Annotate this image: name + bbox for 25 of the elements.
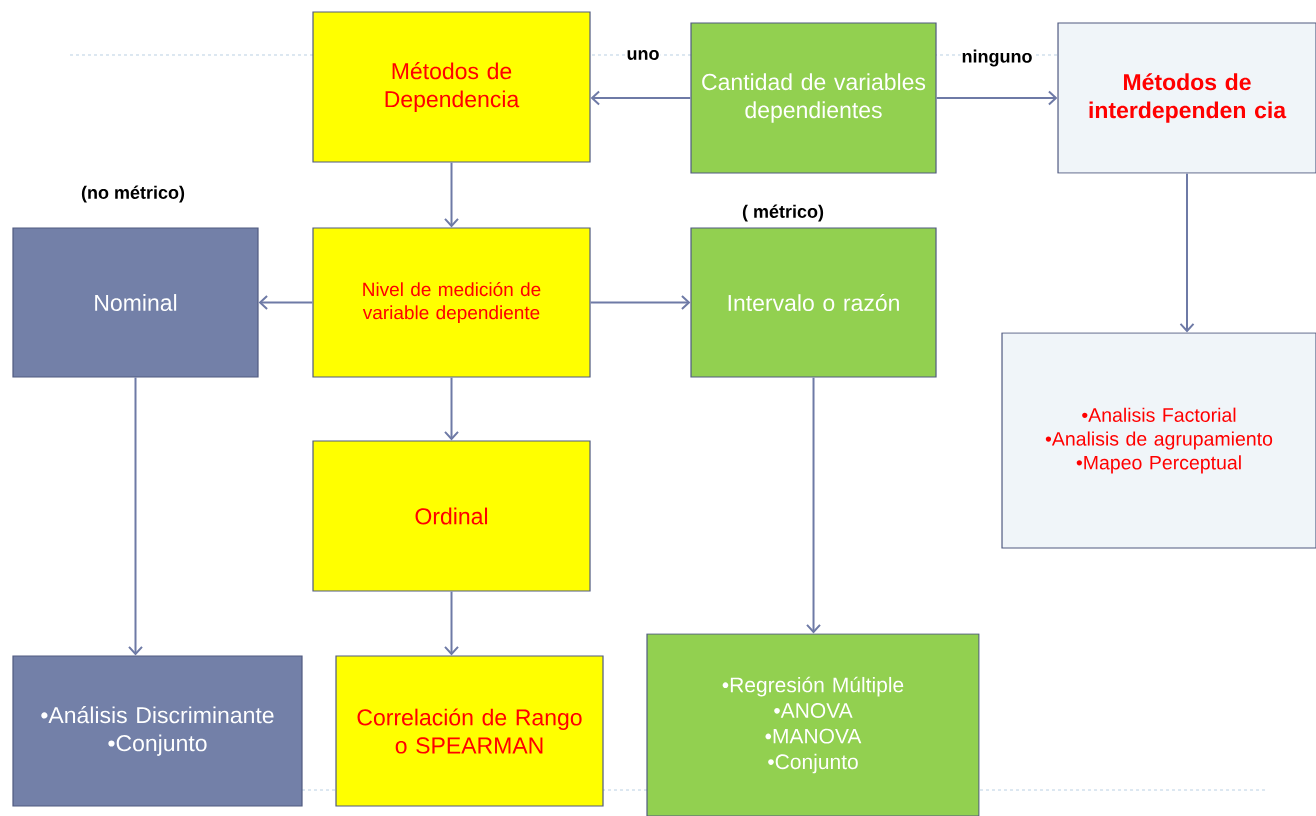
arrow: [935, 90, 1058, 106]
category-box: Intervalo o razón: [690, 227, 937, 378]
edge-label: ninguno: [960, 48, 1034, 68]
category-box: Nominal: [12, 227, 259, 378]
technique-list-box: •Analisis Factorial •Analisis de agrupamiento •Mapeo Perceptual: [1001, 332, 1316, 549]
dependence-box: Métodos de Dependencia: [312, 11, 591, 163]
arrow: [444, 376, 459, 441]
arrow: [590, 90, 692, 106]
method-box: Métodos de interdependen cia: [1057, 22, 1316, 174]
category-note: ( métrico): [742, 204, 824, 222]
category-note: (no métrico): [81, 185, 185, 203]
arrow: [444, 590, 459, 656]
arrow: [1179, 172, 1195, 333]
arrow: [589, 295, 691, 310]
technique-list-box: Correlación de Rango o SPEARMAN: [335, 655, 604, 807]
arrow: [258, 295, 314, 310]
arrow: [128, 376, 143, 656]
decision-box: Nivel de medición de variable dependiente: [312, 227, 591, 378]
technique-list-box: •Análisis Discriminante •Conjunto: [12, 655, 303, 807]
edge-label: uno: [625, 49, 661, 61]
process-box: Cantidad de variables dependientes: [690, 22, 937, 174]
arrow: [806, 376, 821, 634]
arrow: [444, 161, 459, 228]
technique-list-box: •Regresión Múltiple •ANOVA •MANOVA •Conjunto: [646, 633, 980, 816]
category-box: Ordinal: [312, 440, 591, 592]
